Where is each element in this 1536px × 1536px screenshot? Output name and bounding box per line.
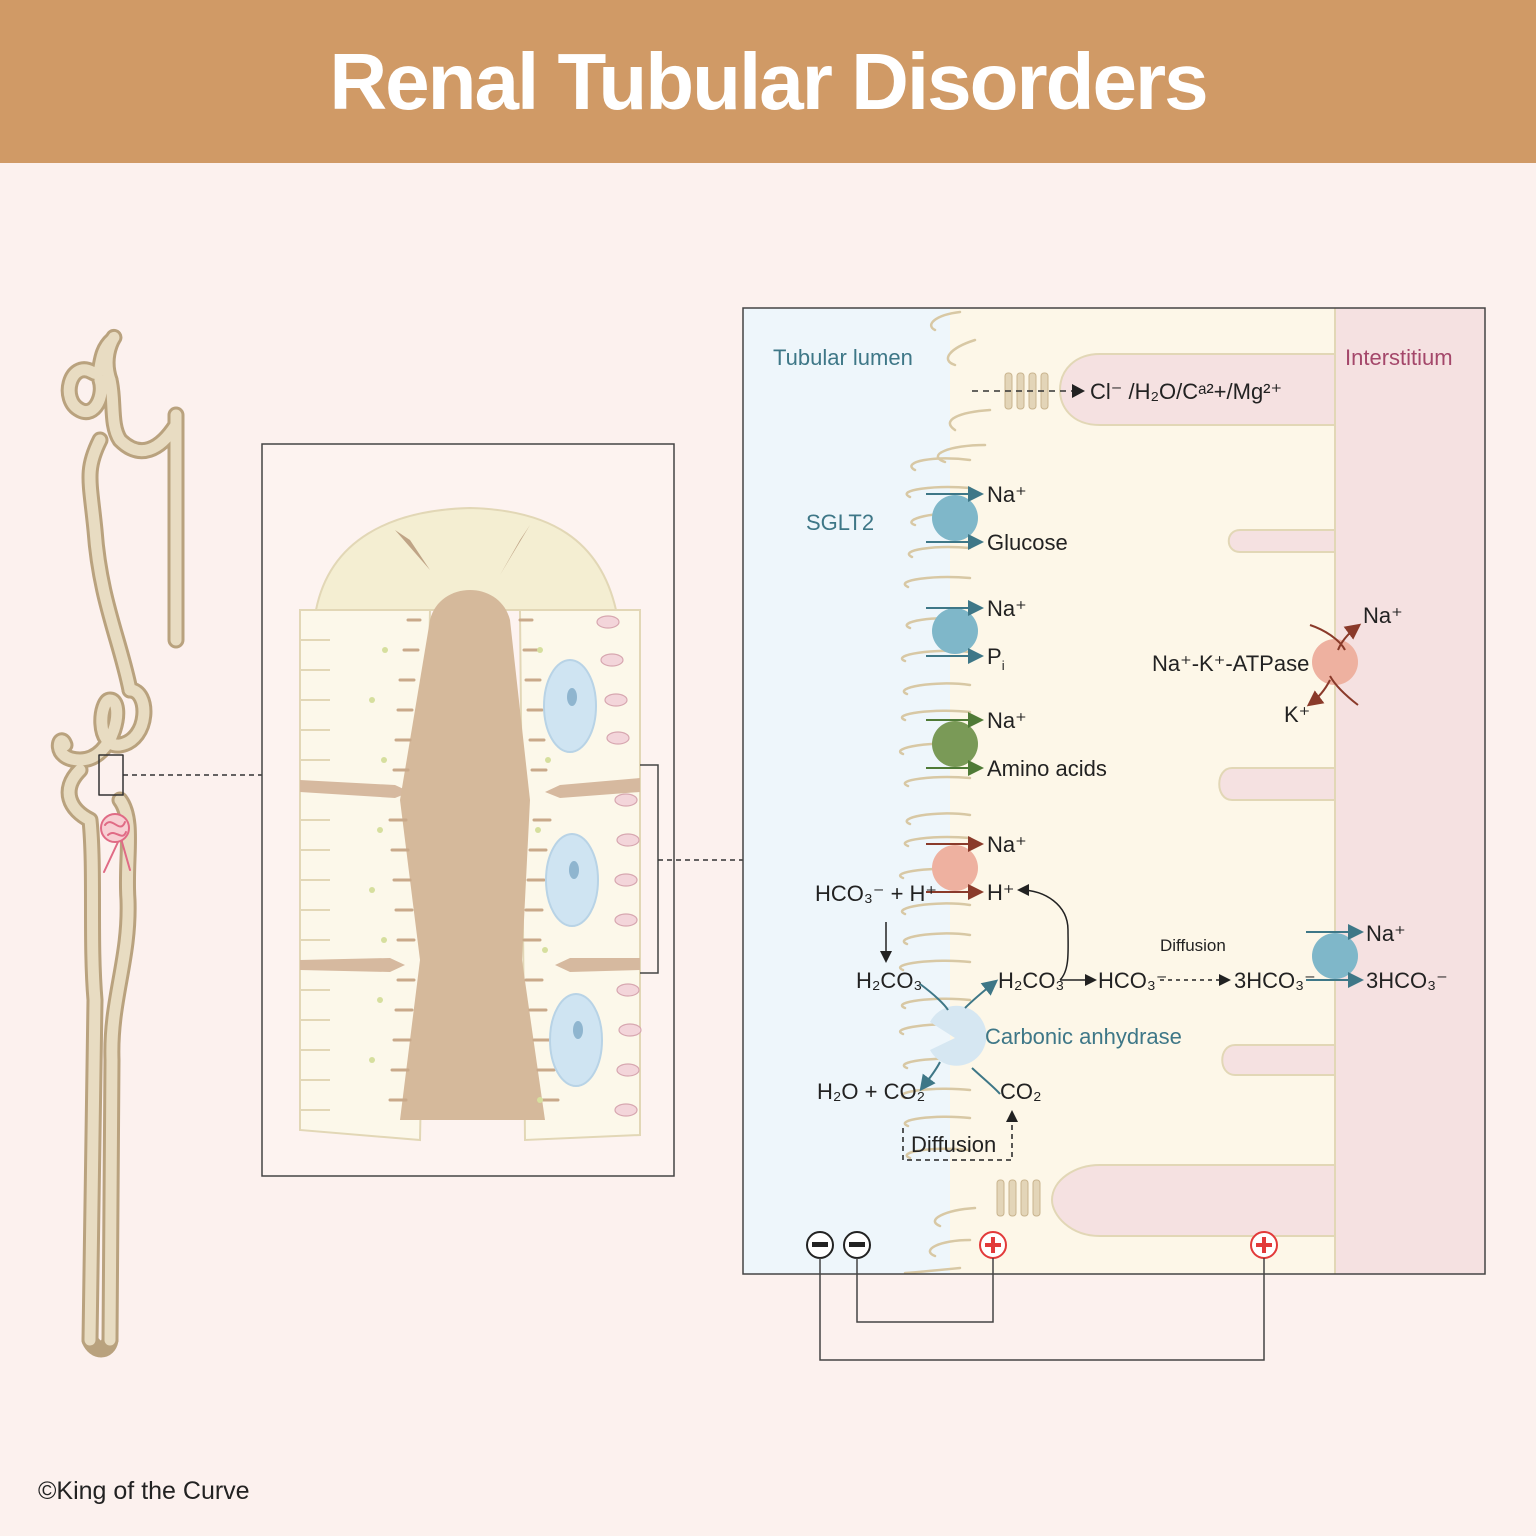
atpase-label: Na⁺-K⁺-ATPase — [1152, 651, 1309, 676]
co2-label: CO₂ — [1000, 1079, 1042, 1104]
carbonic-anhydrase-label: Carbonic anhydrase — [985, 1024, 1182, 1049]
atpase-na-label: Na⁺ — [1363, 603, 1403, 628]
lumen-h2co3-label: H₂CO₃ — [856, 968, 922, 993]
glucose-label: Glucose — [987, 530, 1068, 555]
interstitium-label: Interstitium — [1345, 345, 1453, 370]
nhe-transporter — [932, 845, 978, 891]
cell-hco3-label: HCO₃⁻ — [1098, 968, 1167, 993]
amino-na-label: Na⁺ — [987, 708, 1027, 733]
phosphate-na-label: Na⁺ — [987, 596, 1027, 621]
nbc-3hco3-label: 3HCO₃⁻ — [1366, 968, 1448, 993]
copyright-text: ©King of the Curve — [38, 1477, 250, 1505]
diffusion-hco3-label: Diffusion — [1160, 936, 1226, 955]
h-plus-label: H⁺ — [987, 880, 1015, 905]
amino-acids-label: Amino acids — [987, 756, 1107, 781]
phosphate-label: Pi — [987, 644, 1005, 673]
hco3-h-label: HCO₃⁻ + H⁺ — [815, 881, 937, 906]
title-banner: Renal Tubular Disorders — [0, 0, 1536, 163]
sglt2-transporter — [932, 495, 978, 541]
cell-3hco3-label: 3HCO₃⁻ — [1234, 968, 1316, 993]
nephron-illustration — [50, 329, 185, 1358]
atpase-k-label: K⁺ — [1284, 702, 1310, 727]
negative-charge-icon — [806, 1231, 871, 1259]
lumen-label: Tubular lumen — [773, 345, 913, 370]
transport-panel: Tubular lumen Interstitium Cl⁻ /H₂O/Cᵃ²+… — [742, 307, 1486, 1275]
paracellular-ions-label: Cl⁻ /H₂O/Cᵃ²+/Mg²⁺ — [1090, 379, 1282, 404]
nhe-na-label: Na⁺ — [987, 832, 1027, 857]
potential-circuit — [819, 1258, 1265, 1361]
page-title: Renal Tubular Disorders — [329, 36, 1208, 126]
nbc-transporter — [1312, 933, 1358, 979]
amino-acid-transporter — [932, 721, 978, 767]
diffusion-co2-label: Diffusion — [911, 1132, 996, 1157]
phosphate-transporter — [932, 608, 978, 654]
cell-h2co3-label: H₂CO₃ — [998, 968, 1064, 993]
h2o-co2-label: H₂O + CO₂ — [817, 1079, 925, 1104]
carbonic-anhydrase-icon — [930, 1005, 987, 1066]
sglt2-na-label: Na⁺ — [987, 482, 1027, 507]
sglt2-label: SGLT2 — [806, 510, 874, 535]
nbc-na-label: Na⁺ — [1366, 921, 1406, 946]
zoom-region-box — [98, 754, 124, 796]
glomerulus-icon — [100, 813, 131, 873]
na-k-atpase-pump — [1312, 639, 1358, 685]
tubule-cross-section — [261, 443, 675, 1177]
